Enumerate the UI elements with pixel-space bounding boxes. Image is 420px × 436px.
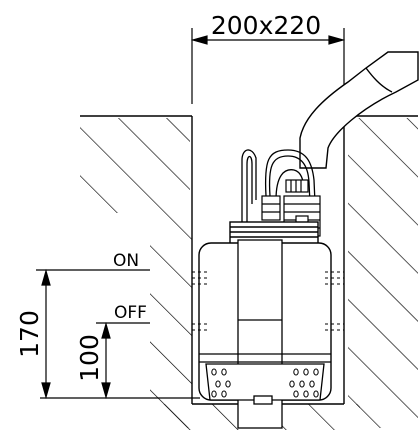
on-level-dimension: [41, 268, 51, 400]
pit-width-dimension: [190, 28, 346, 108]
switch-on-label: ON: [113, 251, 139, 271]
water-level-marks: [192, 271, 344, 331]
on-level-value: 170: [15, 310, 44, 358]
level-lines: [36, 269, 200, 399]
pump-foot: [253, 395, 273, 405]
pump-cables: [241, 149, 317, 230]
off-level-value: 100: [75, 334, 104, 382]
discharge-hose: [299, 51, 419, 169]
switch-off-label: OFF: [114, 303, 147, 323]
off-level-dimension: [101, 321, 111, 400]
strainer-holes: [211, 368, 319, 398]
pit-width-label: 200x220: [211, 11, 321, 40]
